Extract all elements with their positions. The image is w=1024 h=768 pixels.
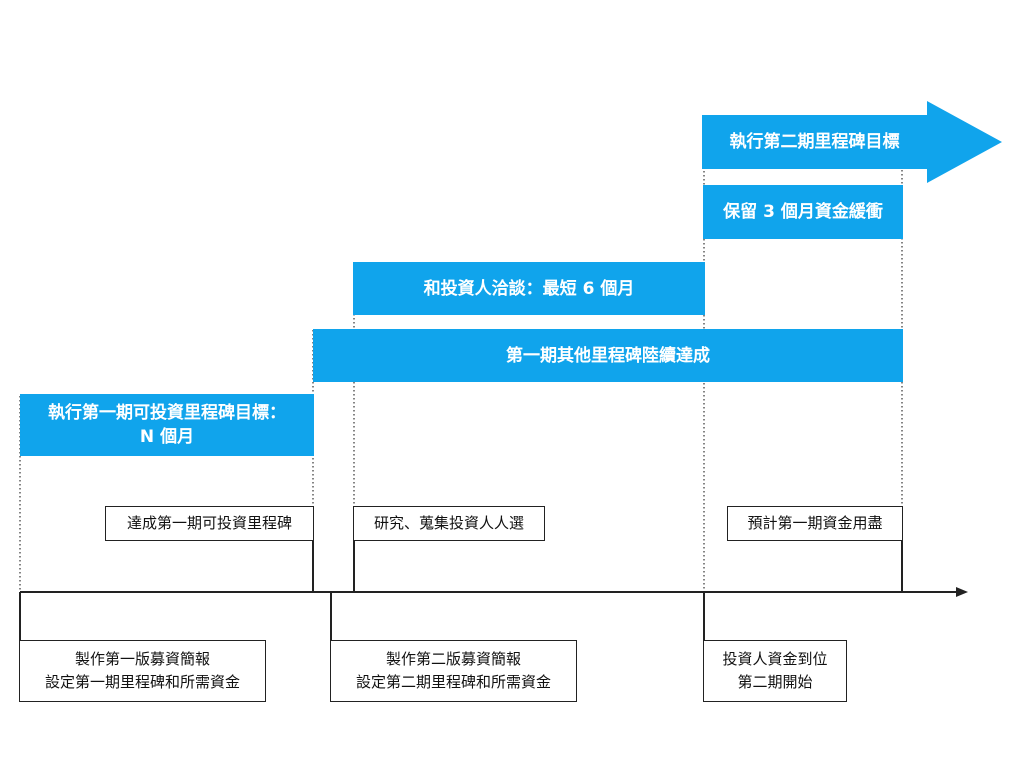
timeline-arrowhead <box>956 587 968 597</box>
phase1-investable-milestones-bar: 執行第一期可投資里程碑目標： N 個月 <box>20 394 314 456</box>
phase2-milestones-bar: 執行第二期里程碑目標 <box>729 132 900 152</box>
achieve-milestone-label: 達成第一期可投資里程碑 <box>105 506 314 541</box>
funding-line2: 第二期開始 <box>737 673 813 691</box>
deck-v1-line2: 設定第一期里程碑和所需資金 <box>44 673 240 691</box>
investor-talks-bar: 和投資人洽談：最短 6 個月 <box>353 262 705 315</box>
deck-v2-line2: 設定第二期里程碑和所需資金 <box>355 673 551 691</box>
funding-line1: 投資人資金到位 <box>722 650 828 668</box>
phase1-investable-line1: 執行第一期可投資里程碑目標： <box>48 403 286 423</box>
deck-v2-line1: 製作第二版募資簡報 <box>385 650 521 668</box>
deck-v1-line1: 製作第一版募資簡報 <box>74 650 210 668</box>
phase1-other-milestones-bar: 第一期其他里程碑陸續達成 <box>313 329 903 382</box>
deck-v2-label: 製作第二版募資簡報 設定第二期里程碑和所需資金 <box>330 640 577 702</box>
reserve-buffer-bar: 保留 3 個月資金緩衝 <box>703 185 903 239</box>
phase2-arrow-shape <box>702 101 1002 183</box>
funding-arrived-label: 投資人資金到位 第二期開始 <box>703 640 847 702</box>
phase1-investable-line2: N 個月 <box>139 427 195 447</box>
research-investors-label: 研究、蒐集投資人人選 <box>353 506 545 541</box>
funds-exhausted-label: 預計第一期資金用盡 <box>727 506 903 541</box>
deck-v1-label: 製作第一版募資簡報 設定第一期里程碑和所需資金 <box>19 640 266 702</box>
